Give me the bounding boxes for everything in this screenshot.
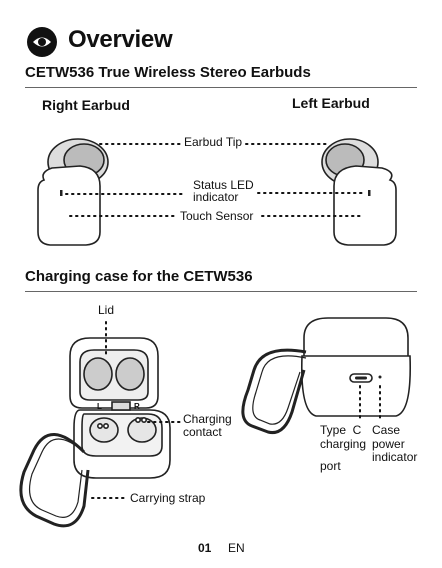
usb-port-label-2: charging (320, 438, 366, 451)
power-indicator-label-3: indicator (372, 451, 417, 464)
closed-case-illustration (243, 318, 410, 433)
lid-label: Lid (98, 304, 114, 317)
language-code: EN (228, 541, 245, 555)
slot-left-marker: L (97, 402, 102, 411)
page-number: 01 (198, 541, 211, 555)
carrying-strap-label: Carrying strap (130, 492, 205, 505)
usb-port-label-3: port (320, 460, 341, 473)
charging-contact-label-2: contact (183, 426, 222, 439)
power-indicator-label-1: Case (372, 424, 400, 437)
usb-port-label-1: Type C (320, 424, 361, 437)
slot-right-marker: R (134, 402, 140, 411)
